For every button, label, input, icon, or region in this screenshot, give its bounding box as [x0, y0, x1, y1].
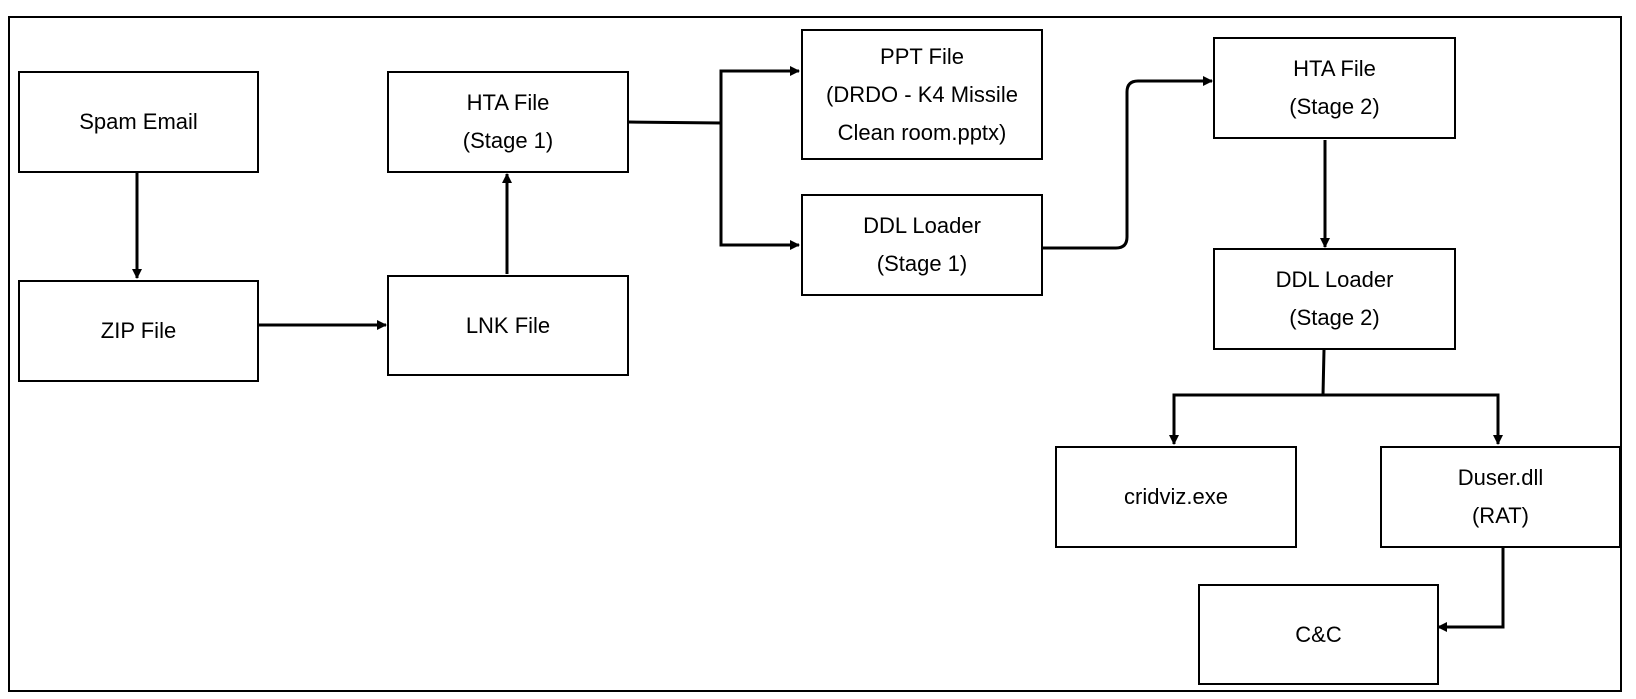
- node-ddl-loader-stage2-subtitle: (Stage 2): [1289, 305, 1380, 330]
- edge-ddl-loader-stage2-to-duser: [1323, 393, 1503, 445]
- node-zip-file: ZIP File: [18, 280, 259, 382]
- edge-ddl-loader-stage2-to-cridviz: [1169, 349, 1326, 445]
- node-hta-file-stage1: HTA File (Stage 1): [387, 71, 629, 173]
- node-lnk-file: LNK File: [387, 275, 629, 376]
- node-zip-file-label: ZIP File: [100, 318, 177, 343]
- node-duser-dll-title: Duser.dll: [1457, 465, 1544, 490]
- node-hta-file-stage2-subtitle: (Stage 2): [1289, 94, 1380, 119]
- node-spam-email-label: Spam Email: [79, 109, 198, 134]
- node-ddl-loader-stage1-title: DDL Loader: [863, 213, 981, 238]
- node-spam-email: Spam Email: [18, 71, 259, 173]
- node-ppt-file: PPT File (DRDO - K4 Missile Clean room.p…: [801, 29, 1043, 160]
- node-ppt-file-line3: Clean room.pptx): [837, 119, 1007, 145]
- node-ppt-file-title: PPT File: [880, 43, 964, 69]
- node-cridviz-exe-label: cridviz.exe: [1124, 484, 1228, 509]
- node-duser-dll-subtitle: (RAT): [1471, 503, 1530, 528]
- node-ddl-loader-stage2-title: DDL Loader: [1275, 267, 1394, 292]
- node-hta-file-stage2-title: HTA File: [1293, 56, 1376, 81]
- node-lnk-file-label: LNK File: [465, 312, 551, 338]
- node-ddl-loader-stage2: DDL Loader (Stage 2): [1213, 248, 1456, 350]
- node-hta-file-stage1-title: HTA File: [466, 90, 550, 115]
- node-hta-file-stage2: HTA File (Stage 2): [1213, 37, 1456, 139]
- edge-ddl-loader-stage1-to-hta-stage2: [1042, 76, 1213, 250]
- edge-hta-stage1-to-ddl-loader-stage1: [719, 122, 800, 250]
- edge-duser-to-cnc: [1437, 548, 1505, 632]
- node-ddl-loader-stage1: DDL Loader (Stage 1): [801, 194, 1043, 296]
- edge-hta-stage1-to-ppt-file: [627, 66, 800, 125]
- node-ddl-loader-stage1-subtitle: (Stage 1): [876, 251, 968, 276]
- node-hta-file-stage1-subtitle: (Stage 1): [462, 128, 554, 153]
- node-cnc: C&C: [1198, 584, 1439, 685]
- node-duser-dll: Duser.dll (RAT): [1380, 446, 1621, 548]
- node-ppt-file-line2: (DRDO - K4 Missile: [826, 81, 1018, 107]
- node-cnc-label: C&C: [1295, 621, 1342, 647]
- diagram-frame: [8, 16, 1622, 692]
- node-cridviz-exe: cridviz.exe: [1055, 446, 1297, 548]
